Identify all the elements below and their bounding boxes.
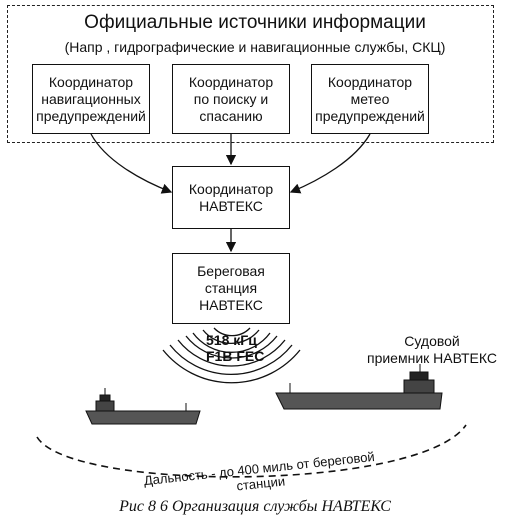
left-ship-icon	[85, 388, 201, 425]
official-sources-subtitle: (Напр , гидрографические и навигационные…	[64, 39, 446, 55]
search-rescue-coordinator-box: Координатор по поиску и спасанию	[172, 64, 290, 134]
radio-waves	[162, 327, 301, 384]
frequency-label: 518 кГц F1B FEC	[206, 332, 265, 364]
coast-station-box: Береговая станция НАВТЕКС	[172, 253, 290, 324]
range-arc	[36, 424, 467, 478]
official-sources-frame	[7, 5, 494, 143]
nav-warnings-coordinator-box: Координатор навигационных предупреждений	[32, 64, 150, 134]
meteo-coordinator-box: Координатор метео предупреждений	[311, 64, 429, 134]
ship-receiver-label: Судовой приемник НАВТЕКС	[366, 333, 497, 366]
arrow-meteo-to-navtex	[289, 133, 371, 194]
arrow-nav-to-navtex	[90, 133, 173, 194]
right-ship-icon	[275, 364, 443, 410]
navtex-coordinator-box: Координатор НАВТЕКС	[172, 166, 290, 229]
figure-caption: Рис 8 6 Организация службы НАВТЕКС	[119, 498, 391, 515]
official-sources-title: Официальные источники информации	[84, 12, 426, 33]
